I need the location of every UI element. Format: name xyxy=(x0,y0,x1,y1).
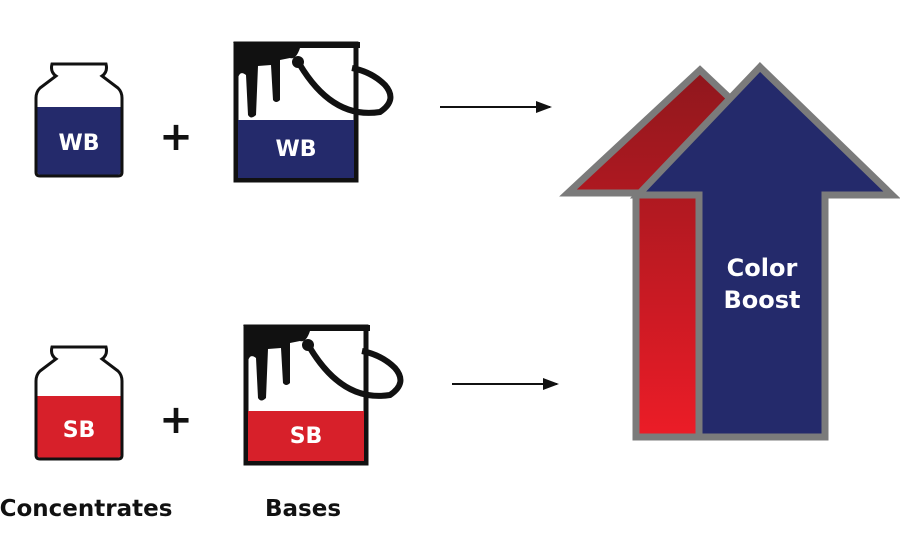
row-solvent-based: SB + SB xyxy=(34,324,559,466)
concentrate-label: WB xyxy=(58,131,99,156)
base-label: WB xyxy=(275,137,316,162)
row-water-based: WB + WB xyxy=(34,41,552,183)
caption-bases: Bases xyxy=(265,496,341,522)
blue-arrow-icon xyxy=(629,62,900,441)
color-boost-arrows: Color Boost xyxy=(559,62,900,441)
base-label: SB xyxy=(290,424,323,449)
result-label-line2: Boost xyxy=(723,286,800,314)
paint-bucket-sb: SB xyxy=(243,324,404,466)
plus-icon: + xyxy=(159,114,193,160)
plus-icon: + xyxy=(159,397,193,443)
result-label-line1: Color xyxy=(727,254,798,282)
paint-bucket-wb: WB xyxy=(233,41,394,183)
concentrate-label: SB xyxy=(63,418,96,443)
concentrate-jar-wb: WB xyxy=(34,62,124,178)
concentrate-jar-sb: SB xyxy=(34,345,124,461)
caption-concentrates: Concentrates xyxy=(0,496,172,522)
